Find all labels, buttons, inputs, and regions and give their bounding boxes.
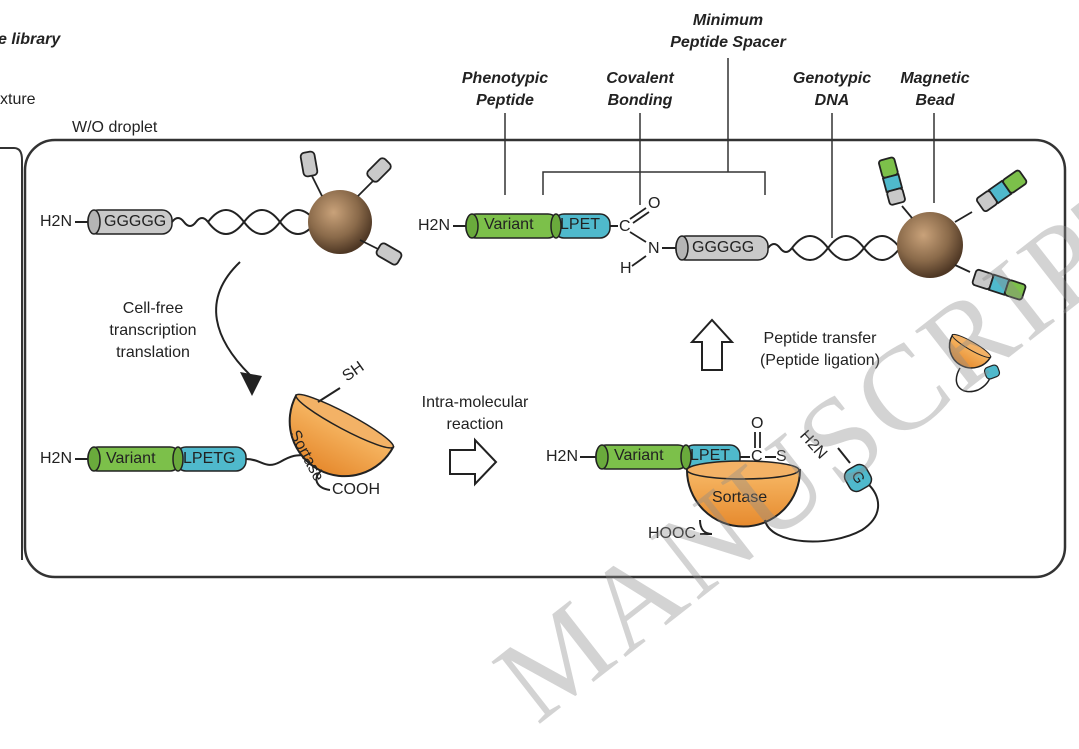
label-h2n-br: H2N — [546, 448, 579, 465]
cylinder-ggggg-tl — [87, 209, 173, 235]
header-minimum-spacer: Minimum Peptide Spacer — [648, 10, 808, 54]
droplet-frame — [23, 138, 1067, 579]
label-lpetg-bl: LPETG — [183, 450, 236, 467]
step-intramolecular-line1: Intra-molecular — [421, 394, 529, 411]
label-cooh-bl: COOH — [332, 481, 380, 498]
bond-cn-tr — [629, 231, 647, 243]
label-sortase-br: Sortase — [712, 489, 768, 506]
sortase-br — [685, 460, 802, 528]
label-hooc-br: HOOC — [648, 525, 696, 542]
step-intramolecular: Intra-molecular reaction — [405, 392, 545, 436]
header-spacer-line2: Peptide Spacer — [670, 34, 786, 51]
label-atom-c-tr: C — [619, 218, 631, 235]
bond-h2n-g — [837, 447, 851, 464]
droplet-label: W/O droplet — [72, 119, 158, 136]
arrow-intramolecular — [449, 437, 498, 487]
step-cellfree: Cell-free transcription translation — [88, 298, 218, 364]
label-atom-s-br: S — [776, 448, 787, 465]
step-cellfree-line2: transcription — [109, 322, 197, 339]
arrow-cellfree — [215, 261, 251, 376]
header-covalent-line1: Covalent — [606, 70, 674, 87]
dna-helix-tl — [207, 209, 317, 235]
label-h2n-tr: H2N — [418, 217, 451, 234]
step-peptide-transfer: Peptide transfer (Peptide ligation) — [740, 328, 900, 372]
label-atom-n-tr: N — [648, 240, 660, 257]
header-genotypic-dna: Genotypic DNA — [772, 68, 892, 112]
header-phenotypic-line1: Phenotypic — [461, 70, 549, 87]
linker-tl — [171, 217, 209, 227]
cylinder-variant-tr — [465, 213, 611, 239]
bead-tl — [308, 190, 372, 254]
label-atom-o-br: O — [751, 415, 764, 432]
hooc-bond-br — [699, 519, 713, 535]
arrowhead-cellfree — [240, 372, 262, 396]
free-sortase-icon — [948, 333, 992, 369]
label-atom-h-tr: H — [620, 260, 632, 277]
header-magnetic-line2: Bead — [915, 92, 955, 109]
left-panel-label-mixture: xture — [0, 91, 36, 108]
linker-tr — [767, 243, 793, 253]
label-lpet-br: LPET — [690, 447, 731, 464]
diagram-canvas: e library xture W/O droplet Phenotypic P… — [0, 10, 1079, 746]
bond-nh-tr — [631, 255, 647, 267]
header-covalent-line2: Bonding — [607, 92, 673, 109]
label-ggggg-tr: GGGGG — [692, 239, 755, 256]
header-magnetic-bead: Magnetic Bead — [875, 68, 995, 112]
step-transfer-line1: Peptide transfer — [763, 330, 877, 347]
header-spacer-line1: Minimum — [692, 12, 764, 29]
left-panel-label-library: e library — [0, 31, 61, 48]
arrow-peptide-transfer — [689, 318, 735, 371]
free-sortase-tether — [955, 367, 991, 393]
header-phenotypic-line2: Peptide — [476, 92, 534, 109]
cooh-bond-bl — [315, 469, 331, 491]
sortase-bl — [288, 393, 395, 478]
label-h2n-tl: H2N — [40, 213, 73, 230]
header-genotypic-line2: DNA — [814, 92, 850, 109]
step-cellfree-line3: translation — [116, 344, 190, 361]
label-atom-c-br: C — [751, 448, 763, 465]
header-covalent-bonding: Covalent Bonding — [580, 68, 700, 112]
bead-tr — [897, 212, 963, 278]
linker-bl — [245, 454, 309, 466]
step-cellfree-line1: Cell-free — [122, 300, 184, 317]
step-intramolecular-line2: reaction — [446, 416, 504, 433]
diagram-artwork — [0, 58, 1067, 579]
label-variant-bl: Variant — [106, 450, 156, 467]
dna-helix-tr — [791, 235, 901, 261]
bond-co-tr-1 — [629, 207, 647, 220]
bead-tl-probes — [299, 150, 403, 266]
spacer-bracket — [542, 58, 766, 195]
label-lpet-tr: LPET — [560, 216, 601, 233]
bead-tr-probes — [878, 156, 1028, 301]
bond-co-tr-2 — [632, 211, 650, 224]
label-h2n-bl: H2N — [40, 450, 73, 467]
header-phenotypic-peptide: Phenotypic Peptide — [445, 68, 565, 112]
cylinder-variant-br — [595, 444, 741, 470]
label-variant-br: Variant — [614, 447, 664, 464]
step-transfer-line2: (Peptide ligation) — [759, 352, 881, 369]
label-variant-tr: Variant — [484, 216, 534, 233]
free-g-cylinder-icon — [983, 364, 1001, 380]
cylinder-variant-bl — [87, 446, 247, 472]
header-genotypic-line1: Genotypic — [792, 70, 872, 87]
cylinder-g-br — [843, 463, 873, 493]
left-panel-edge — [0, 147, 23, 560]
header-magnetic-line1: Magnetic — [900, 70, 970, 87]
sh-bond-bl — [317, 387, 341, 403]
label-atom-o-tr: O — [648, 195, 661, 212]
label-ggggg-tl: GGGGG — [104, 213, 167, 230]
tether-br — [764, 483, 880, 543]
